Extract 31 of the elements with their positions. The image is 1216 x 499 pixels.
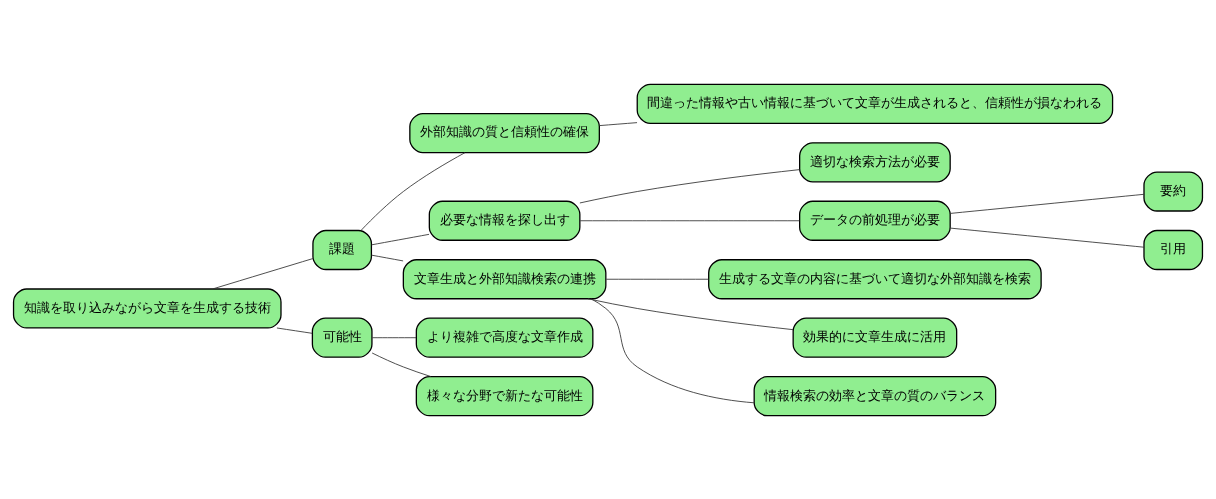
connector [371, 233, 430, 245]
node-box: 生成する文章の内容に基づいて適切な外部知識を検索 [708, 258, 1042, 299]
connector [371, 336, 417, 338]
connector [587, 297, 794, 330]
connector [371, 254, 404, 261]
node-box: 知識を取り込みながら文章を生成する技術 [12, 287, 282, 329]
node-box: 課題 [312, 229, 373, 270]
connector [590, 297, 755, 403]
connector [276, 327, 313, 334]
node-box: 引用 [1143, 229, 1204, 270]
connector [579, 219, 800, 221]
node-box: データの前処理が必要 [799, 200, 951, 241]
node-box: より複雑で高度な文章作成 [415, 317, 594, 358]
node-box: 効果的に文章生成に活用 [792, 317, 958, 358]
node-box: 要約 [1143, 170, 1204, 212]
connector [949, 227, 1145, 248]
node-box: 可能性 [311, 317, 373, 358]
connector [360, 151, 466, 231]
node-box: 必要な情報を探し出す [428, 200, 581, 241]
node-box: 文章生成と外部知識検索の連携 [402, 258, 607, 299]
connector [599, 121, 638, 126]
connector [949, 193, 1145, 214]
connector [579, 168, 800, 203]
node-box: 情報検索の効率と文章の質のバランス [753, 375, 997, 416]
connector [212, 257, 314, 289]
node-box: 適切な検索方法が必要 [799, 141, 951, 182]
node-box: 間違った情報や古い情報に基づいて文章が生成されると、信頼性が損なわれる [636, 83, 1114, 124]
node-box: 様々な分野で新たな可能性 [415, 375, 594, 416]
connector [605, 278, 709, 280]
connector [371, 352, 432, 377]
node-box: 外部知識の質と信頼性の確保 [409, 112, 600, 153]
